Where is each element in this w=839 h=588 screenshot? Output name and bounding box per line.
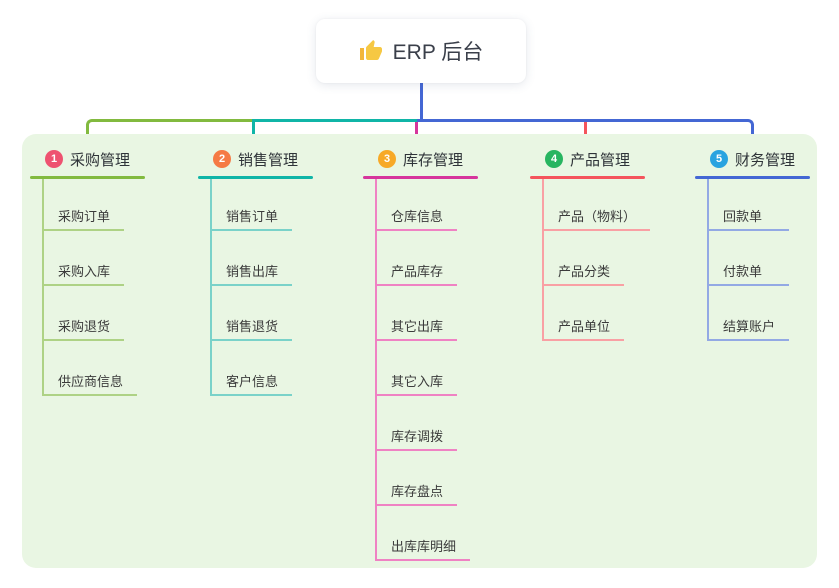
branches-panel — [22, 134, 817, 568]
branch-subtree-line — [42, 179, 44, 396]
branch-underline — [30, 176, 145, 179]
branch-number-badge: 1 — [45, 150, 63, 168]
branch-number-badge: 3 — [378, 150, 396, 168]
root-node[interactable]: ERP 后台 — [316, 19, 526, 83]
branch-number-badge: 5 — [710, 150, 728, 168]
branch-finance-node[interactable]: 5 财务管理 — [710, 148, 839, 170]
item-other-outbound[interactable]: 其它出库 — [375, 313, 458, 341]
branch-subtree-line — [707, 179, 709, 341]
branch-purchase: 1 采购管理 采购订单 采购入库 采购退货 供应商信息 — [30, 148, 190, 396]
item-warehouse-info[interactable]: 仓库信息 — [375, 203, 458, 231]
item-other-inbound[interactable]: 其它入库 — [375, 368, 458, 396]
thumbs-up-icon — [359, 39, 383, 63]
item-outbound-detail[interactable]: 出库库明细 — [375, 533, 471, 561]
branch-subtree-line — [375, 179, 377, 561]
branch-underline — [695, 176, 810, 179]
item-product-material[interactable]: 产品（物料） — [542, 203, 651, 231]
item-receipt-doc[interactable]: 回款单 — [707, 203, 789, 231]
item-sales-outbound[interactable]: 销售出库 — [210, 258, 293, 286]
branch-underline — [198, 176, 313, 179]
branch-purchase-node[interactable]: 1 采购管理 — [45, 148, 190, 170]
branch-sales: 2 销售管理 销售订单 销售出库 销售退货 客户信息 — [198, 148, 358, 396]
item-payment-doc[interactable]: 付款单 — [707, 258, 789, 286]
branch-label-text: 产品管理 — [570, 151, 631, 169]
item-stock-transfer[interactable]: 库存调拨 — [375, 423, 458, 451]
item-purchase-order[interactable]: 采购订单 — [42, 203, 125, 231]
branch-number-badge: 2 — [213, 150, 231, 168]
branch-finance: 5 财务管理 回款单 付款单 结算账户 — [695, 148, 839, 341]
branch-underline — [530, 176, 645, 179]
item-customer-info[interactable]: 客户信息 — [210, 368, 293, 396]
connector-root-stem — [420, 83, 423, 121]
branch-product: 4 产品管理 产品（物料） 产品分类 产品单位 — [530, 148, 690, 341]
branch-inventory: 3 库存管理 仓库信息 产品库存 其它出库 其它入库 库存调拨 库存盘点 出库库… — [363, 148, 523, 561]
item-settlement-account[interactable]: 结算账户 — [707, 313, 790, 341]
branch-label-text: 销售管理 — [238, 151, 299, 169]
branch-sales-node[interactable]: 2 销售管理 — [213, 148, 358, 170]
root-node-label: ERP 后台 — [392, 41, 484, 64]
branch-label-text: 财务管理 — [735, 151, 796, 169]
branch-number-badge: 4 — [545, 150, 563, 168]
item-product-stock[interactable]: 产品库存 — [375, 258, 458, 286]
branch-underline — [363, 176, 478, 179]
item-sales-return[interactable]: 销售退货 — [210, 313, 293, 341]
branch-product-node[interactable]: 4 产品管理 — [545, 148, 690, 170]
item-product-category[interactable]: 产品分类 — [542, 258, 625, 286]
branch-inventory-node[interactable]: 3 库存管理 — [378, 148, 523, 170]
item-product-unit[interactable]: 产品单位 — [542, 313, 625, 341]
branch-subtree-line — [542, 179, 544, 341]
item-supplier-info[interactable]: 供应商信息 — [42, 368, 138, 396]
branch-subtree-line — [210, 179, 212, 396]
branch-label-text: 采购管理 — [70, 151, 131, 169]
item-sales-order[interactable]: 销售订单 — [210, 203, 293, 231]
item-stock-count[interactable]: 库存盘点 — [375, 478, 458, 506]
branch-label-text: 库存管理 — [403, 151, 464, 169]
item-purchase-return[interactable]: 采购退货 — [42, 313, 125, 341]
item-purchase-inbound[interactable]: 采购入库 — [42, 258, 125, 286]
